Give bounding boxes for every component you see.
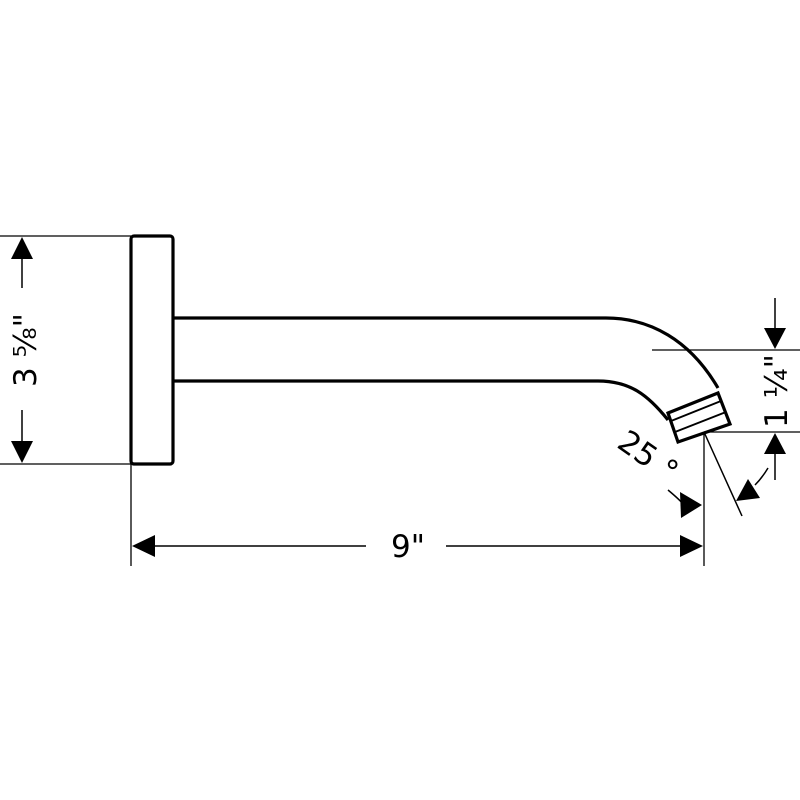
outlet-arrow-bottom (764, 433, 786, 454)
angle-arrow-right (736, 479, 760, 501)
length-label: 9" (391, 529, 425, 565)
height-dimension: 3 ⅝" (0, 235, 131, 465)
escutcheon-plate (129, 234, 175, 466)
outlet-label: 1 ¼" (759, 354, 795, 428)
height-label: 3 ⅝" (8, 313, 44, 387)
spout-pipe-top-edge (173, 316, 720, 389)
aerator-outlet (665, 390, 733, 445)
height-arrow-bottom (11, 441, 33, 463)
spout-pipe-bottom-edge (173, 379, 670, 421)
angle-arrow-left (680, 492, 702, 518)
outlet-dimension: 1 ¼" (652, 298, 800, 480)
height-arrow-top (11, 237, 33, 259)
length-arrow-left (132, 535, 155, 557)
length-arrow-right (680, 535, 703, 557)
length-dimension: 9" (130, 432, 705, 566)
outlet-arrow-top (764, 328, 786, 349)
